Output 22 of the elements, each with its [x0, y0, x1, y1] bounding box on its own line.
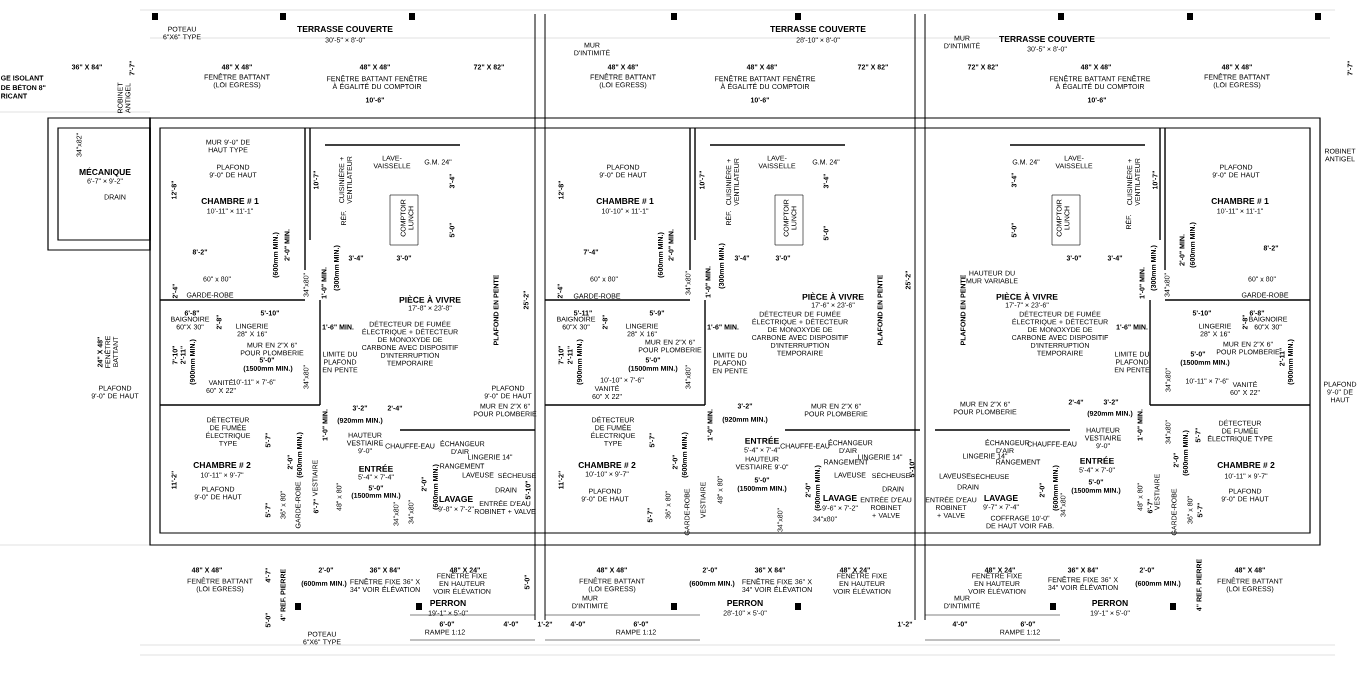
room-name: TERRASSE COUVERTE: [297, 26, 393, 32]
room-name: PERRON: [727, 600, 763, 606]
room-name: TERRASSE COUVERTE: [770, 26, 866, 32]
room-name: MÉCANIQUE: [79, 167, 131, 177]
room-name: CHAMBRE # 1: [1211, 198, 1269, 204]
room-name: LAVAGE: [439, 496, 473, 502]
room-name: LAVAGE: [984, 495, 1018, 501]
room-name: PERRON: [430, 600, 466, 606]
room-name: PIÈCE À VIVRE: [399, 295, 461, 303]
room-name: PIÈCE À VIVRE: [802, 292, 864, 300]
room-name: CHAMBRE # 1: [201, 198, 259, 204]
room-name: PERRON: [1092, 600, 1128, 606]
room-name: TERRASSE COUVERTE: [999, 36, 1095, 42]
room-name: PIÈCE À VIVRE: [996, 292, 1058, 300]
room-name: CHAMBRE # 2: [193, 462, 251, 468]
room-name: ENTRÉE: [1080, 456, 1114, 464]
room-name: CHAMBRE # 2: [578, 462, 636, 468]
room-name: ENTRÉE: [359, 464, 393, 472]
room-name: LAVAGE: [823, 495, 857, 501]
room-name: CHAMBRE # 1: [596, 198, 654, 204]
room-name: CHAMBRE # 2: [1217, 462, 1275, 468]
room-name: ENTRÉE: [745, 436, 779, 444]
